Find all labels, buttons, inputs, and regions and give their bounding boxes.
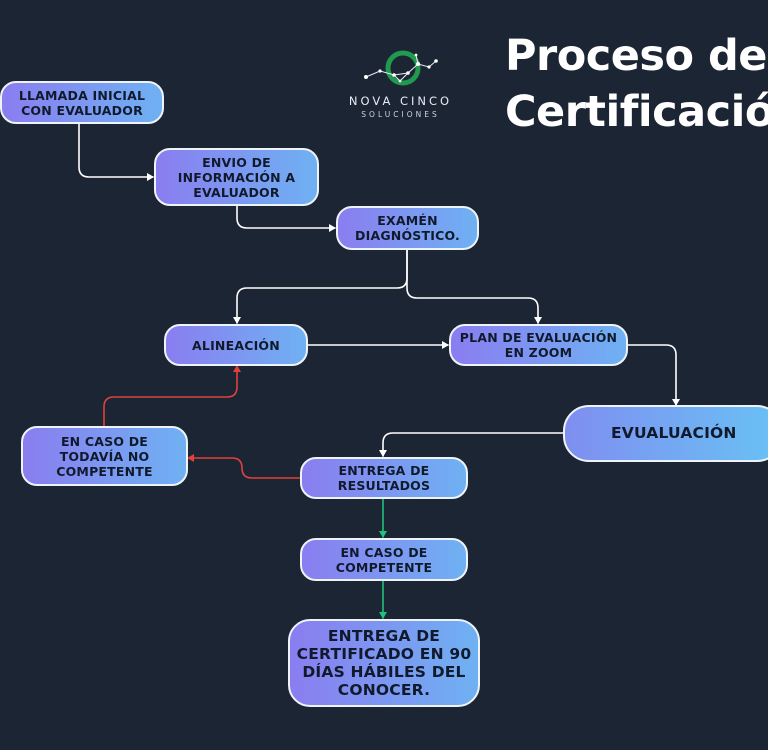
connector-evaluacion-resultados (379, 432, 564, 457)
connector-llamada-envio (78, 123, 154, 181)
title-line-2: Certificación (505, 87, 768, 137)
logo: NOVA CINCO SOLUCIONES (338, 50, 463, 125)
step-alineacion: ALINEACIÓN (164, 324, 308, 366)
step-plan-evaluacion: PLAN DE EVALUACIÓN EN ZOOM (449, 324, 628, 366)
connector-envio-examen (236, 205, 336, 232)
step-llamada-inicial: LLAMADA INICIAL CON EVALUADOR (0, 81, 164, 124)
step-competente: EN CASO DE COMPETENTE (300, 538, 468, 581)
connector-examen-alineacion (233, 249, 408, 324)
step-examen-diagnostico: EXAMÉN DIAGNÓSTICO. (336, 206, 479, 250)
connector-examen-plan (406, 249, 542, 324)
step-entrega-resultados: ENTREGA DE RESULTADOS (300, 457, 468, 499)
title-line-1: Proceso de (505, 31, 767, 81)
connector-no-competente-alineacion (103, 365, 241, 427)
step-no-competente: EN CASO DE TODAVÍA NO COMPETENTE (21, 426, 188, 486)
step-envio-informacion: ENVIO DE INFORMACIÓN A EVALUADOR (154, 148, 319, 206)
connector-resultados-no-competente (187, 454, 301, 479)
step-evaluacion: EVUALUACIÓN (563, 405, 768, 462)
constellation-logo-icon (364, 50, 438, 86)
connector-plan-evaluacion (627, 344, 680, 406)
step-entrega-certificado: ENTREGA DE CERTIFICADO EN 90 DÍAS HÁBILE… (288, 619, 480, 707)
page-title: Proceso de Certificación (505, 28, 768, 140)
logo-name: NOVA CINCO (348, 94, 453, 108)
logo-subtitle: SOLUCIONES (361, 110, 440, 119)
